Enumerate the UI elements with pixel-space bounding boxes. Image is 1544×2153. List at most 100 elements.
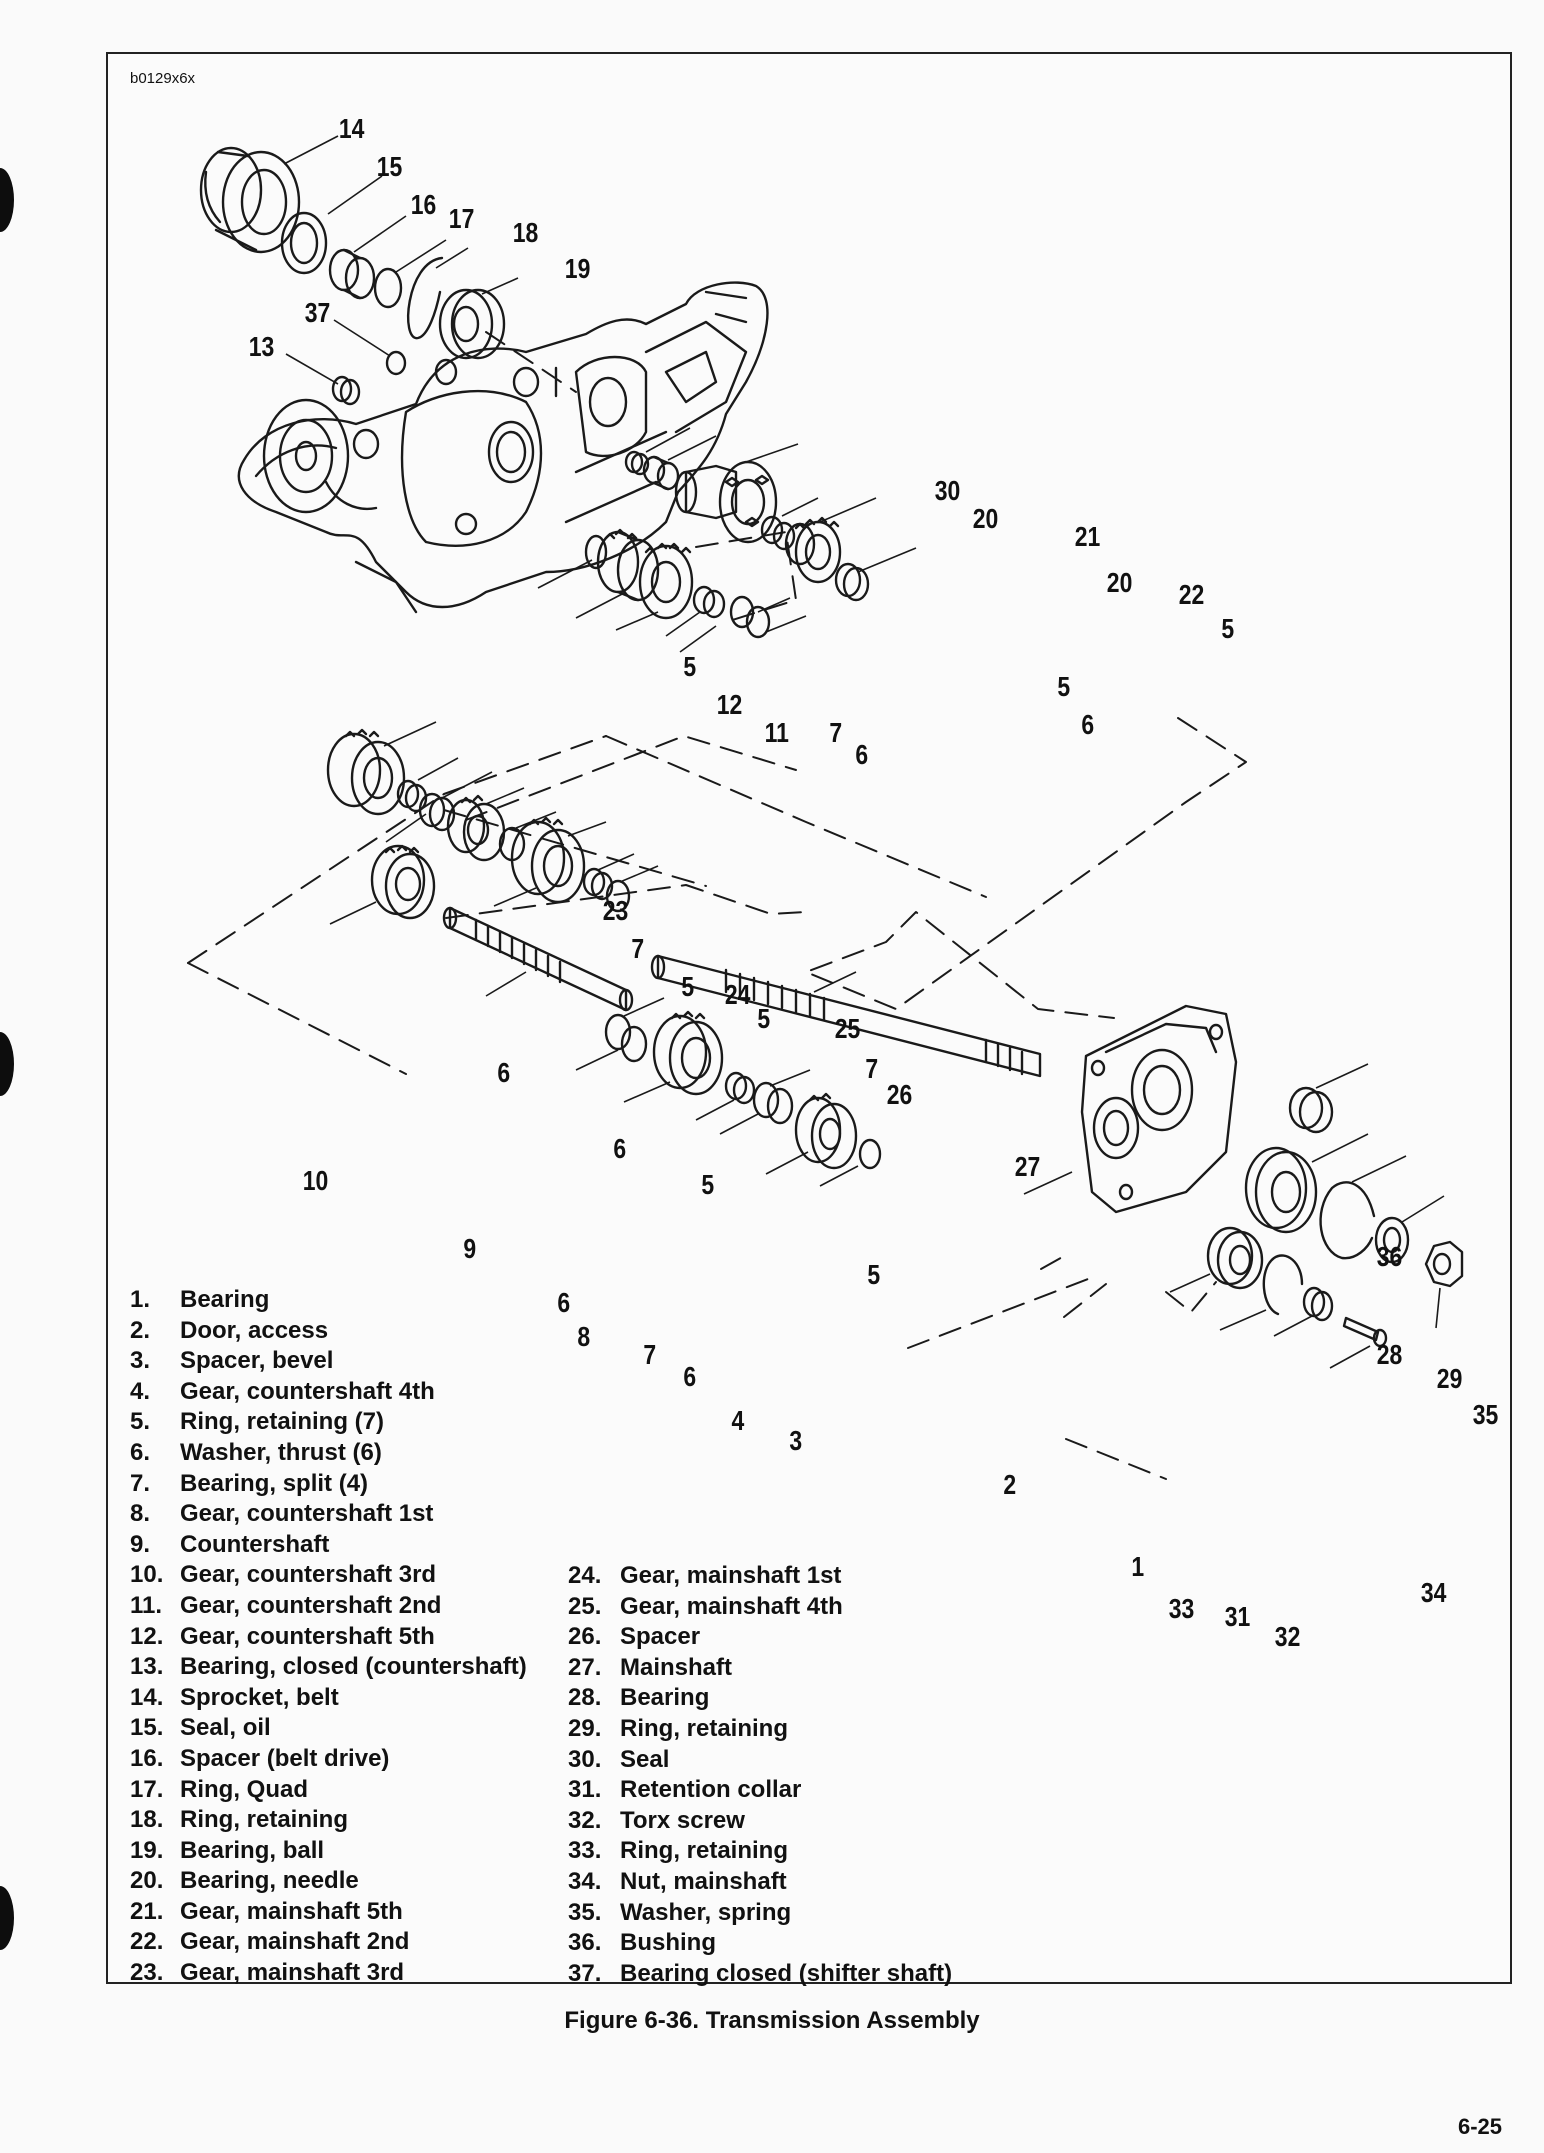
quad-ring [373,267,403,309]
legend-item-number: 10. [130,1561,164,1589]
legend-item: 4.Gear, countershaft 4th [130,1377,527,1408]
access-door [1080,1004,1238,1214]
callout-label: 22 [1179,580,1205,611]
legend-item-label: Torx screw [620,1806,745,1834]
callout-label: 28 [1377,1340,1403,1371]
legend-item-label: Spacer [620,1623,701,1651]
legend-item-number: 24. [568,1562,602,1589]
callout-label: 5 [683,652,696,683]
thrust-washer-6a [842,566,870,602]
legend-item-label: Gear, countershaft 2nd [180,1591,442,1619]
legend-item: 7.Bearing, split (4) [130,1469,527,1500]
legend-item-label: Bearing, ball [180,1836,325,1864]
callout-label: 12 [717,690,743,721]
countershaft-2nd-gear [638,542,694,620]
callout-label: 18 [513,218,539,249]
legend-item-label: Spacer, bevel [180,1347,334,1375]
legend-item: 12.Gear, countershaft 5th [130,1622,527,1653]
countershaft-3rd-gear [370,844,436,920]
legend-item-number: 25. [568,1592,602,1620]
callout-label: 6 [855,740,868,771]
legend-item-number: 13. [130,1653,164,1681]
spacer-belt-drive [328,248,376,300]
closed-bearing-shifter [385,350,407,376]
callout-label: 6 [683,1362,696,1393]
legend-item-number: 3. [130,1347,151,1375]
bushing [1288,1086,1334,1134]
legend-item-number: 7. [130,1469,151,1497]
legend-item-number: 4. [130,1377,151,1405]
legend-item-label: Mainshaft [620,1653,733,1681]
legend-item: 27.Mainshaft [568,1653,952,1684]
legend-item-number: 16. [130,1744,164,1772]
legend-item-number: 11. [130,1591,163,1619]
legend-item: 9.Countershaft [130,1530,527,1561]
legend-item-number: 29. [568,1714,602,1742]
callout-label: 5 [757,1004,770,1035]
callout-label: 17 [449,204,475,235]
legend-item-label: Gear, mainshaft 2nd [180,1928,410,1956]
callout-label: 6 [557,1288,570,1319]
legend-item: 32.Torx screw [568,1806,952,1837]
callout-label: 2 [1003,1470,1016,1501]
legend-item-label: Gear, mainshaft 3rd [180,1959,405,1987]
legend-item-number: 21. [130,1897,164,1925]
callout-label: 9 [463,1234,476,1265]
legend-item-number: 20. [130,1867,164,1895]
legend-item-number: 28. [568,1684,602,1712]
legend-item-label: Gear, countershaft 3rd [180,1561,437,1589]
legend-item-number: 18. [130,1806,164,1834]
bevel-spacer [858,1138,882,1170]
figure-frame [106,52,1512,1984]
belt-sprocket [199,146,301,254]
mainshaft-nut [1424,1240,1464,1288]
thrust-washer-6c [620,1025,648,1063]
callout-label: 19 [565,254,591,285]
callout-label: 20 [1107,568,1133,599]
legend-item: 25. Gear, mainshaft 4th [568,1592,952,1623]
callout-label: 5 [1057,672,1070,703]
legend-item-label: Spacer (belt drive) [180,1744,390,1772]
legend-item: 30.Seal [568,1745,952,1776]
legend-item: 5.Ring, retaining (7) [130,1407,527,1438]
split-bearing-7a [692,585,726,619]
legend-item-label: Washer, spring [620,1898,792,1926]
legend-item: 33.Ring, retaining [568,1836,952,1867]
legend-item-label: Gear, mainshaft 4th [620,1592,843,1620]
legend-item: 31.Retention collar [568,1775,952,1806]
legend-item-number: 26. [568,1623,602,1651]
callout-label: 16 [411,190,437,221]
binder-hole-middle [0,1032,14,1096]
callout-label: 20 [973,504,999,535]
callout-label: 7 [643,1340,656,1371]
callout-label: 10 [303,1166,329,1197]
legend-item-label: Gear, mainshaft 5th [180,1897,403,1925]
oil-seal [280,211,328,275]
legend-item: 35.Washer, spring [568,1898,952,1929]
countershaft-4th-gear [794,1092,858,1170]
needle-bearing-20a [642,455,680,491]
callout-label: 34 [1421,1578,1447,1609]
callout-label: 35 [1473,1400,1499,1431]
legend-item-number: 22. [130,1928,164,1956]
legend-item-label: Sprocket, belt [180,1683,339,1711]
legend-item-number: 6. [130,1438,151,1466]
split-bearing-7b [396,779,428,813]
countershaft [442,906,634,1012]
mainshaft-3rd-gear [326,728,406,816]
torx-screw [1342,1316,1388,1348]
legend-item: 6.Washer, thrust (6) [130,1438,527,1469]
legend-item-number: 17. [130,1775,164,1803]
legend-item-label: Bearing, needle [180,1867,359,1895]
mainshaft-5th-gear [674,460,778,544]
legend-item: 2.Door, access [130,1316,527,1347]
legend-item-label: Ring, Quad [180,1775,308,1803]
legend-item-label: Door, access [180,1316,329,1344]
callout-label: 31 [1225,1602,1251,1633]
legend-item: 13.Bearing, closed (countershaft) [130,1652,527,1683]
legend-item-number: 33. [568,1837,602,1865]
thrust-washer-6d [752,1081,780,1119]
spacer-26 [605,879,631,913]
